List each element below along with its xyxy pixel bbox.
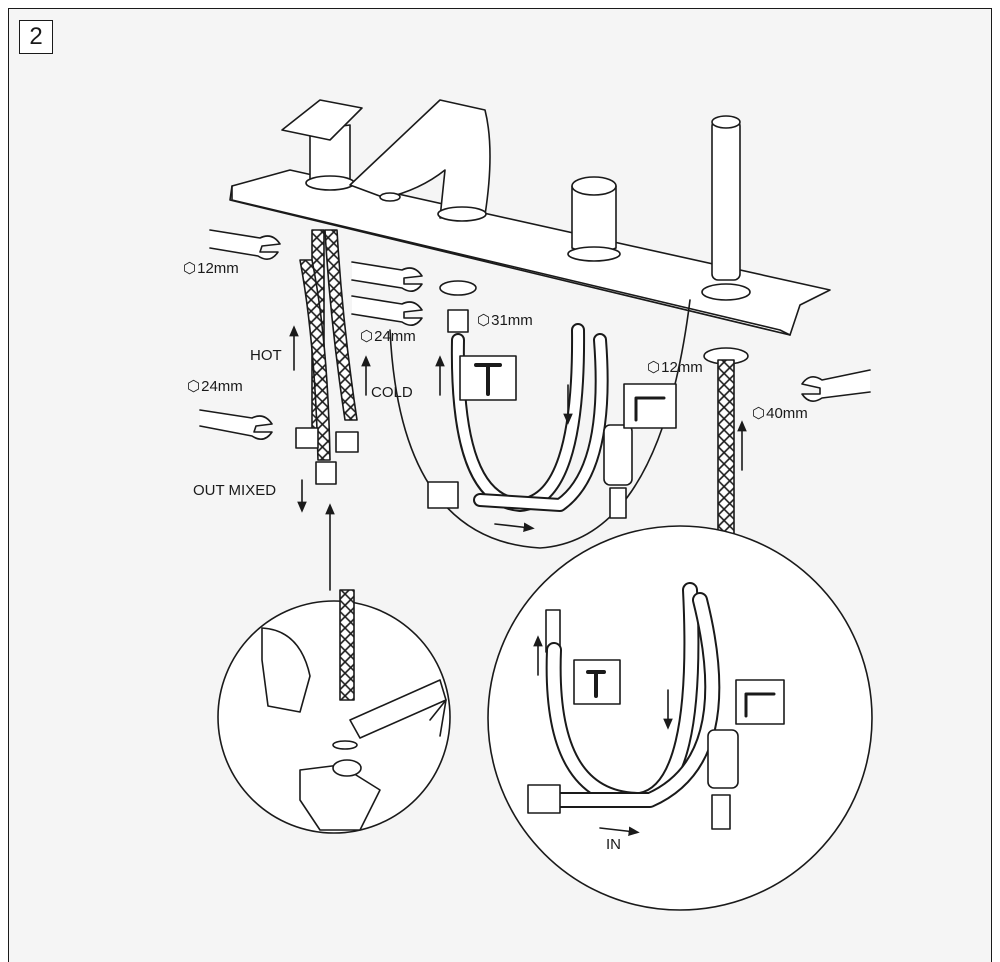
size-label-24mm-mid: ⬡24mm <box>360 328 416 345</box>
out-mixed-label: OUT MIXED <box>193 482 277 499</box>
step-number: 2 <box>19 20 53 54</box>
size-label-31mm: ⬡31mm <box>477 312 533 329</box>
bath-spout <box>349 99 491 222</box>
mixer-hoses <box>295 229 359 485</box>
lever-mixer <box>281 99 363 191</box>
diverter-symbol-box <box>623 383 677 429</box>
deck-plate <box>229 169 831 336</box>
hand-shower <box>701 115 751 301</box>
cold-label: COLD <box>371 384 413 401</box>
hex-icon: ⬡ <box>187 378 201 395</box>
fitting-detail-circle <box>217 589 451 834</box>
hose-detail-circle <box>389 299 691 549</box>
hex-icon: ⬡ <box>183 260 197 277</box>
hex-icon: ⬡ <box>360 328 374 345</box>
diverter-symbol-box-2 <box>735 679 785 725</box>
wrench-icons <box>199 229 871 440</box>
size-label-12mm-right: ⬡12mm <box>647 359 703 376</box>
spout-nut <box>439 280 477 333</box>
gloved-hand <box>261 627 311 713</box>
size-label-24mm-left: ⬡24mm <box>187 378 243 395</box>
hex-icon: ⬡ <box>477 312 491 329</box>
hose-routing-circle <box>487 525 873 911</box>
size-label-12mm-left: ⬡12mm <box>183 260 239 277</box>
in-label: IN <box>606 836 621 853</box>
hex-icon: ⬡ <box>752 405 766 422</box>
hex-icon: ⬡ <box>647 359 661 376</box>
size-label-40mm: ⬡40mm <box>752 405 808 422</box>
flow-arrows <box>289 325 747 591</box>
diverter-knob <box>567 176 621 262</box>
hot-label: HOT <box>250 347 282 364</box>
